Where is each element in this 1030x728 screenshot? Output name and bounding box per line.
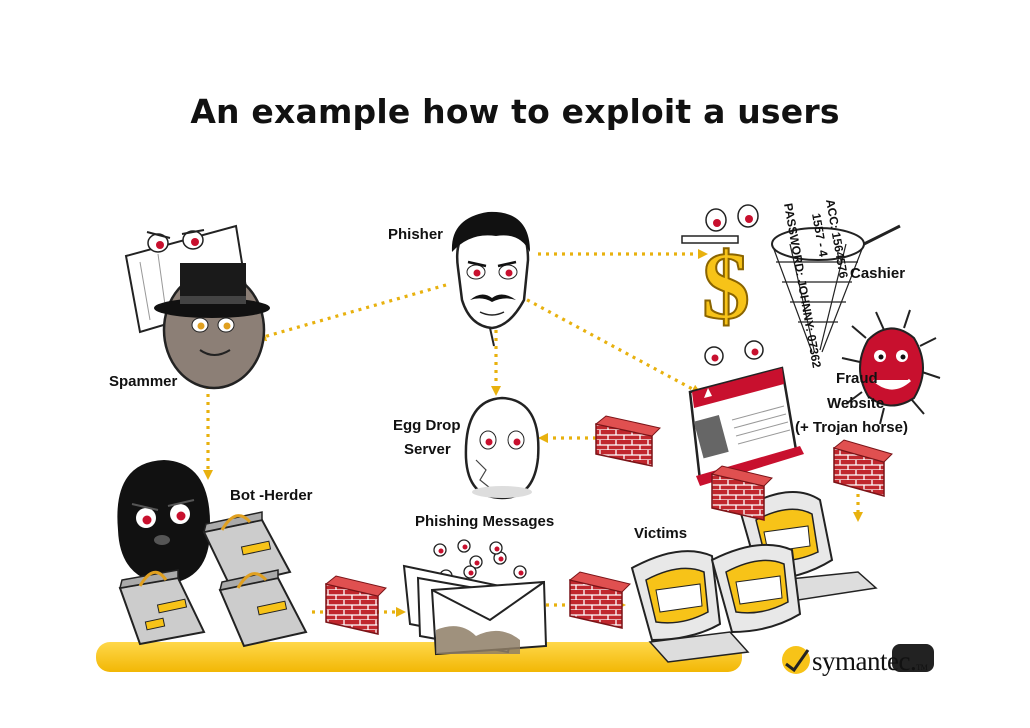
label-egg-drop-line1: Egg Drop [393,417,461,434]
spammer-character [124,224,270,390]
bot-weight-1 [202,511,292,588]
victim-computer-left [630,550,750,663]
accent-bar [96,642,742,672]
label-phishing-messages: Phishing Messages [415,513,555,530]
bot-weight-3 [218,569,308,648]
egg-drop-server-icon [464,396,540,500]
bot-weight-2 [118,569,206,646]
fraud-website-icon [688,340,804,486]
svg-text:$: $ [702,232,750,339]
label-phisher: Phisher [388,226,444,243]
arrow-phisher-to-spammer [256,283,447,342]
trojan-virus-icon [841,309,941,425]
logo-tm: TM [916,663,928,672]
label-victims: Victims [634,525,688,542]
label-fraud-line1: Fraud [836,370,878,387]
victim-computer-right [710,543,802,634]
symantec-logo: symantec.TM [812,646,928,677]
firewall-icon [594,415,661,467]
bot-herder-character [117,460,211,584]
label-cashier: Cashier [850,265,906,282]
label-egg-drop-line2: Server [404,441,451,458]
firewall-icon [710,465,773,521]
label-fraud-line2: Website [827,395,885,412]
arrow-phisher-to-fraud [519,294,702,394]
symantec-logo-icon [782,646,810,674]
cashier-character: $ [681,204,759,340]
label-bot-herder: Bot -Herder [230,487,313,504]
label-fraud-line3: (+ Trojan horse) [795,419,908,436]
firewall-icon [832,439,893,497]
firewall-icon [324,575,387,635]
dark-tab [892,644,934,672]
phishing-messages-icon [402,539,548,656]
phisher-character [451,211,530,347]
firewall-icon [568,571,631,629]
slide-title: An example how to exploit a users [190,92,840,131]
logo-name: symantec. [812,646,917,676]
label-spammer: Spammer [109,373,178,390]
